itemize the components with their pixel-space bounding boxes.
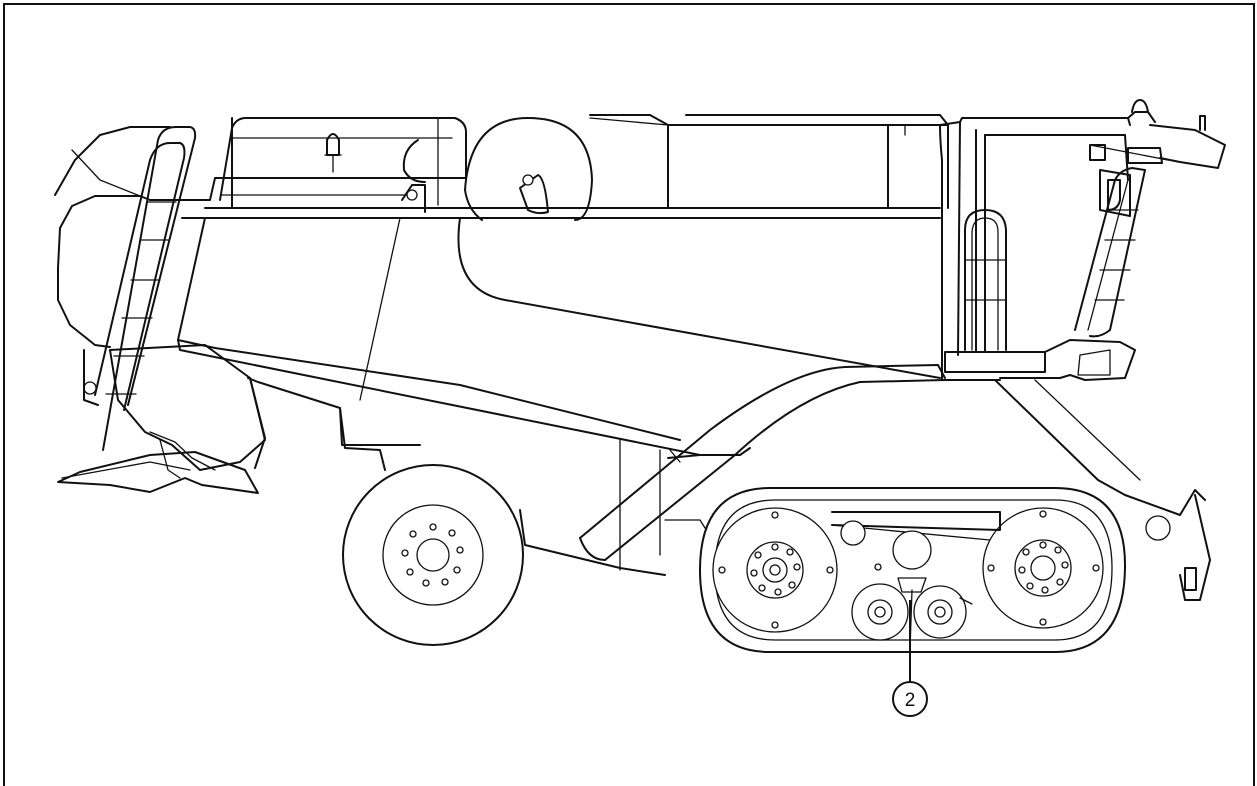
access-ladder-left xyxy=(83,126,197,451)
unloading-auger xyxy=(579,364,946,561)
track-undercarriage xyxy=(664,487,1127,653)
roof-railing xyxy=(219,117,467,213)
unloading-pivot-disk xyxy=(464,117,669,221)
callout-2-label: 2 xyxy=(905,690,916,711)
callout-2: 2 xyxy=(892,600,928,717)
feeder-house xyxy=(109,344,266,479)
rear-frame xyxy=(994,379,1211,601)
callout-2-bubble xyxy=(892,681,928,717)
main-body xyxy=(149,114,949,576)
header-table xyxy=(54,126,259,494)
figure-border xyxy=(3,3,1255,786)
operator-cab xyxy=(939,99,1226,381)
steering-wheel-tire xyxy=(342,464,524,646)
